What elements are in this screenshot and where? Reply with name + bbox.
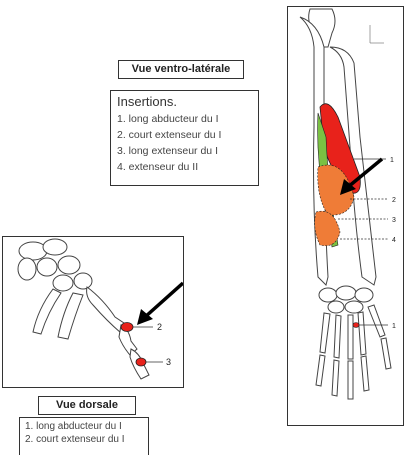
insertion-item: 4. extenseur du II bbox=[117, 161, 199, 173]
muscle-short-extensor bbox=[317, 164, 355, 216]
muscle-long-extensor bbox=[314, 210, 341, 246]
arrow-head-icon bbox=[137, 309, 153, 325]
insertion-spot bbox=[120, 322, 134, 332]
arrow-head-icon bbox=[340, 179, 356, 195]
dorsal-hand-illustration: 2 3 bbox=[17, 238, 183, 380]
ventral-callout-4: 4 bbox=[392, 237, 396, 244]
dorsal-legend-item: 2. court extenseur du I bbox=[25, 434, 125, 445]
insertion-item: 2. court extenseur du I bbox=[117, 129, 222, 141]
dorsal-legend: 1. long abducteur du I 2. court extenseu… bbox=[19, 417, 149, 455]
dorsal-callout-3: 3 bbox=[166, 357, 171, 367]
pointer-arrow bbox=[143, 281, 183, 319]
dorsal-view-title: Vue dorsale bbox=[38, 396, 136, 415]
ventral-callout-3: 3 bbox=[392, 217, 396, 224]
insertion-spot bbox=[135, 357, 147, 367]
ventral-view-title: Vue ventro-latérale bbox=[118, 60, 244, 79]
dorsal-hand-panel: 2 3 bbox=[2, 236, 184, 388]
insertion-item: 1. long abducteur du I bbox=[117, 113, 219, 125]
forearm-panel: 1 2 3 4 1 bbox=[287, 6, 404, 426]
dorsal-legend-list: 1. long abducteur du I 2. court extenseu… bbox=[20, 418, 148, 446]
insertions-legend: Insertions. 1. long abducteur du I 2. co… bbox=[110, 90, 259, 186]
ventral-callout-2: 2 bbox=[392, 197, 396, 204]
pointer-arrow bbox=[346, 157, 384, 189]
ventral-callout-1b: 1 bbox=[392, 323, 396, 330]
dorsal-legend-item: 1. long abducteur du I bbox=[25, 421, 122, 432]
dorsal-callout-2: 2 bbox=[157, 322, 162, 332]
insertions-heading: Insertions. bbox=[117, 94, 177, 109]
insertion-item: 3. long extenseur du I bbox=[117, 145, 218, 157]
forearm-illustration: 1 2 3 4 1 bbox=[299, 8, 396, 400]
ventral-callout-1: 1 bbox=[390, 157, 394, 164]
orientation-marker-icon bbox=[369, 25, 384, 44]
insertion-spot bbox=[352, 322, 360, 328]
insertions-list: 1. long abducteur du I 2. court extenseu… bbox=[111, 111, 258, 175]
